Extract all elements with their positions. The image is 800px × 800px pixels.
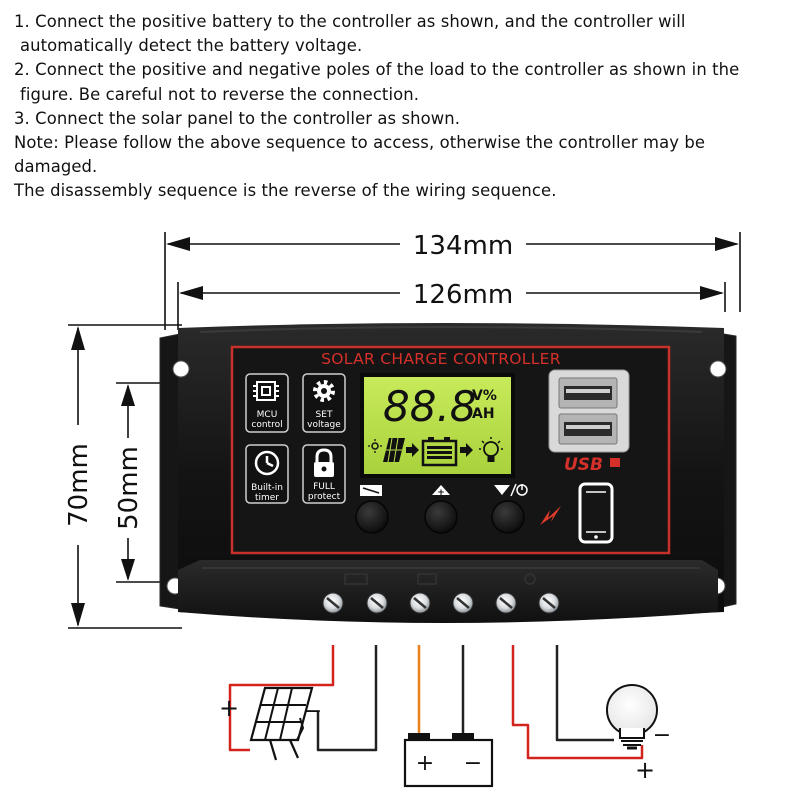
phone-icon xyxy=(578,482,614,544)
instruction-line: 2. Connect the positive and negative pol… xyxy=(14,60,740,80)
down-power-button[interactable] xyxy=(491,500,525,534)
feature-label: protect xyxy=(308,492,341,502)
solar-negative-label: − xyxy=(304,699,322,724)
controller-title: SOLAR CHARGE CONTROLLER xyxy=(321,350,561,368)
terminal-screw xyxy=(538,592,560,614)
instruction-line: The disassembly sequence is the reverse … xyxy=(14,181,557,201)
dimension-134mm xyxy=(164,232,741,330)
dimension-70mm xyxy=(68,324,182,629)
lcd-bulb-icon xyxy=(479,437,503,462)
usb-label: USB xyxy=(564,455,603,475)
terminal-screw xyxy=(495,592,517,614)
battery-negative-label: − xyxy=(464,751,482,776)
instruction-line: figure. Be careful not to reverse the co… xyxy=(20,84,420,104)
dimension-70mm-label: 70mm xyxy=(64,443,94,527)
feature-label: Built-in xyxy=(251,483,283,493)
terminal-screw xyxy=(322,592,344,614)
instruction-line: 3. Connect the solar panel to the contro… xyxy=(14,108,461,128)
instruction-line: automatically detect the battery voltage… xyxy=(20,36,363,56)
feature-label: control xyxy=(251,420,282,430)
terminal-screw xyxy=(366,592,388,614)
lcd-unit-bottom: AH xyxy=(472,406,495,422)
solar-positive-label: + xyxy=(219,694,239,722)
gear-icon xyxy=(313,380,335,402)
instructions-text: 1. Connect the positive battery to the c… xyxy=(14,10,794,204)
usb-battery-mark xyxy=(610,458,620,467)
solar-negative-wire xyxy=(316,645,378,752)
battery-icon xyxy=(403,733,494,788)
terminal-screw xyxy=(409,592,431,614)
dimension-134mm-label: 134mm xyxy=(413,231,513,261)
load-negative-wire xyxy=(555,645,614,742)
lcd-digits: 88.8 xyxy=(383,382,477,431)
feature-full-protect: FULL protect xyxy=(302,444,346,504)
lcd-display: 88.8 V% AH xyxy=(360,373,515,478)
feature-label: timer xyxy=(255,493,279,503)
feature-label: SET xyxy=(316,410,333,420)
feature-built-in-timer: Built-in timer xyxy=(245,444,289,504)
menu-button[interactable] xyxy=(355,500,389,534)
svg-text:+: + xyxy=(437,488,445,498)
lcd-sun-panel-icon xyxy=(368,437,405,463)
feature-mcu-control: MCU control xyxy=(245,373,289,433)
battery-positive-label: + xyxy=(416,751,434,776)
lcd-battery-icon xyxy=(421,437,458,467)
feature-label: FULL xyxy=(313,482,335,492)
terminal-screw xyxy=(452,592,474,614)
lcd-arrow-icon xyxy=(406,443,419,457)
lcd-unit-top: V% xyxy=(472,388,497,404)
up-button-icon: + xyxy=(432,485,450,498)
terminal-block xyxy=(178,560,718,623)
lcd-arrow-icon xyxy=(460,443,473,457)
instruction-line: 1. Connect the positive battery to the c… xyxy=(14,12,686,31)
usb-ports xyxy=(548,369,630,453)
feature-label: voltage xyxy=(307,420,341,430)
terminal-screws xyxy=(322,592,560,614)
dimension-126mm-label: 126mm xyxy=(413,280,513,310)
down-power-button-icon xyxy=(494,483,528,497)
solar-panel-icon xyxy=(249,686,314,761)
light-bulb-icon xyxy=(606,684,658,750)
chip-icon xyxy=(253,381,279,401)
solar-positive-wire xyxy=(228,645,335,752)
instruction-line: damaged. xyxy=(14,157,98,177)
instruction-line: Note: Please follow the above sequence t… xyxy=(14,133,706,153)
wires xyxy=(228,645,644,760)
clock-icon xyxy=(254,450,280,476)
up-button[interactable] xyxy=(424,500,458,534)
load-positive-wire xyxy=(511,645,644,760)
feature-label: MCU xyxy=(257,410,278,420)
menu-button-icon xyxy=(360,485,382,496)
lightning-icon xyxy=(540,506,561,525)
feature-set-voltage: SET voltage xyxy=(302,373,346,433)
lock-icon xyxy=(314,448,334,477)
dimension-50mm-label: 50mm xyxy=(114,446,144,530)
dimension-126mm xyxy=(177,282,726,330)
load-negative-label: − xyxy=(653,723,671,748)
load-positive-label: + xyxy=(635,756,655,784)
